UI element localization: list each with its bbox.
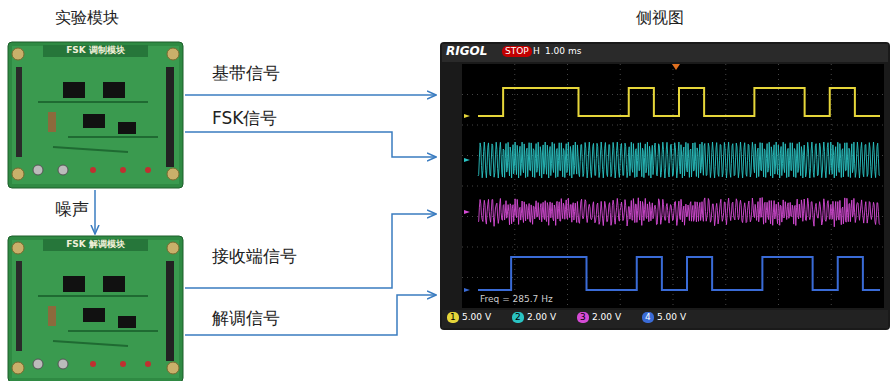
circuit-board: FSK 解调模块: [8, 236, 183, 381]
section-heading: 侧视图: [636, 8, 684, 27]
signal-label: 噪声: [55, 199, 89, 219]
waveform: [478, 198, 880, 227]
channel-number: 2: [512, 312, 524, 323]
signal-arrow: [94, 190, 96, 234]
run-status: STOP: [502, 46, 532, 57]
section-heading: 实验模块: [55, 8, 119, 27]
signal-label: FSK信号: [212, 108, 277, 128]
waveform: [478, 257, 880, 290]
measurement: Freq = 285.7 Hz: [480, 294, 553, 305]
timebase-label: H: [533, 46, 540, 57]
board-title: FSK 解调模块: [8, 239, 183, 250]
waveform: [478, 88, 880, 116]
channel-number: 1: [447, 312, 459, 323]
signal-label: 基带信号: [212, 63, 280, 83]
circuit-board: FSK 调制模块: [8, 42, 183, 188]
signal-arrow: [185, 94, 436, 96]
timebase-value: 1.00 ms: [545, 46, 581, 57]
signal-label: 接收端信号: [212, 246, 297, 266]
oscilloscope: RIGOL: [440, 42, 890, 330]
board-title: FSK 调制模块: [8, 45, 183, 56]
signal-arrow: [185, 132, 436, 157]
channel-scale: 5.00 V: [462, 312, 491, 323]
channel-scale: 2.00 V: [592, 312, 621, 323]
channel-number: 3: [577, 312, 589, 323]
waveform: [478, 142, 880, 178]
channel-scale: 5.00 V: [657, 312, 686, 323]
signal-label: 解调信号: [212, 308, 280, 328]
channel-number: 4: [642, 312, 654, 323]
signal-arrow: [185, 295, 436, 335]
signal-arrow: [185, 214, 436, 288]
channel-scale: 2.00 V: [527, 312, 556, 323]
